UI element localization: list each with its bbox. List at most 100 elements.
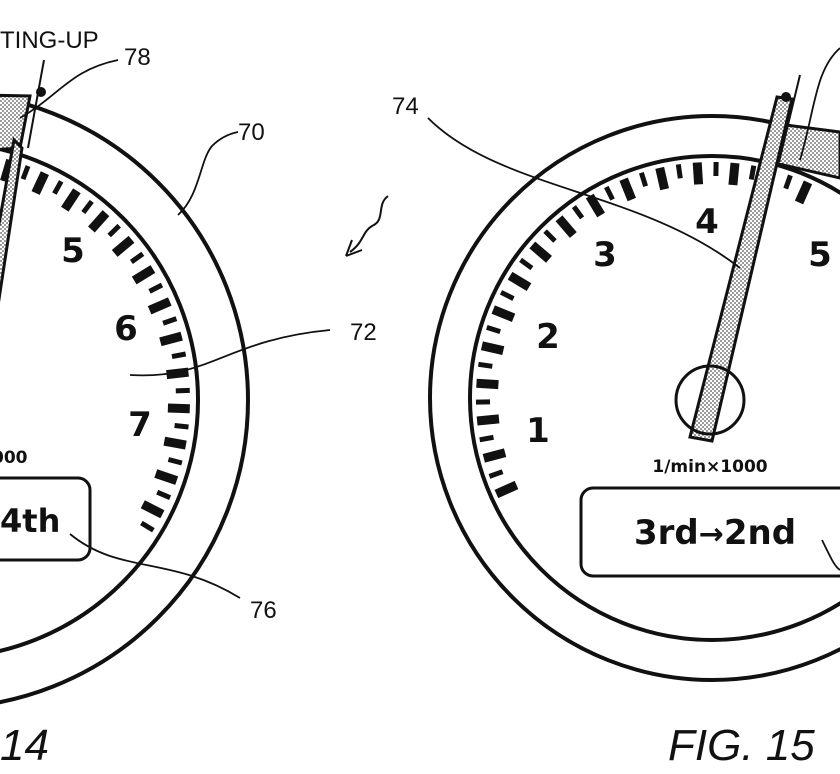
gauge15-unit-text: 1/min×1000 bbox=[652, 457, 767, 477]
gauge14-tick-mark bbox=[154, 469, 179, 485]
gauge14-tick-mark bbox=[131, 265, 156, 285]
fig-15-caption: FIG. 15 bbox=[668, 721, 815, 770]
gauge15-tick-mark bbox=[543, 229, 557, 243]
gauge14-tick-mark bbox=[111, 235, 135, 257]
gauge15-tick-mark bbox=[476, 414, 500, 426]
transition-arrow-head bbox=[345, 239, 363, 257]
fig-14-caption: 14 bbox=[0, 721, 49, 770]
gauge15-tick-mark bbox=[507, 271, 532, 291]
gauge14-outer-ring bbox=[0, 95, 250, 705]
gauge15-tick-mark bbox=[571, 205, 585, 220]
gauge14-unit-text: 000 bbox=[0, 448, 28, 468]
gauge14-tick-mark bbox=[140, 520, 155, 533]
gauge-fig14: 5 6 7 000 4th TING-UP 78 70 72 76 bbox=[0, 27, 377, 705]
gauge14-tick-7: 7 bbox=[128, 405, 152, 445]
gauge15-tick-mark bbox=[604, 185, 615, 201]
gauge15-tick-mark bbox=[655, 166, 669, 191]
gear-to: 2nd bbox=[724, 513, 796, 553]
leader-72 bbox=[129, 329, 331, 377]
ref-74: 74 bbox=[392, 93, 419, 120]
gauge15-ticks bbox=[475, 161, 813, 499]
gauge15-box-leader bbox=[821, 539, 840, 571]
gauge14-gear-text: 4th bbox=[0, 502, 60, 540]
gauge14-needle bbox=[0, 136, 24, 303]
transition-arrow bbox=[349, 195, 389, 253]
gauge15-tick-mark bbox=[639, 172, 648, 187]
gear-arrow: → bbox=[699, 517, 724, 552]
gauge15-shift-marker-dot bbox=[781, 92, 791, 102]
gauge14-tick-mark bbox=[31, 171, 49, 195]
ref-76: 76 bbox=[250, 597, 277, 624]
gauge14-tick-mark bbox=[20, 165, 31, 180]
leader-76 bbox=[69, 533, 241, 599]
gauge14-ticks bbox=[0, 158, 190, 533]
gauge14-tick-mark bbox=[129, 251, 145, 264]
gauge14-tick-mark bbox=[171, 351, 187, 360]
gauge15-tick-mark bbox=[479, 434, 494, 443]
leader-70 bbox=[177, 131, 239, 216]
gauge-fig15: 1 2 3 4 5 1/min×1000 3rd→2nd 74 bbox=[392, 47, 840, 682]
leader-78 bbox=[19, 59, 119, 119]
gauge15-gear-text: 3rd→2nd bbox=[634, 513, 796, 553]
gauge14-tick-mark bbox=[88, 210, 110, 233]
gauge14-tick-mark bbox=[156, 489, 172, 500]
gauge15-tick-5: 5 bbox=[808, 235, 832, 275]
gauge15-outer-ring bbox=[428, 114, 840, 682]
gauge15-tick-4: 4 bbox=[695, 202, 719, 242]
gauge15-tick-mark bbox=[692, 162, 704, 185]
gauge15-tick-mark bbox=[794, 180, 813, 205]
leader-74 bbox=[427, 117, 741, 269]
gauge14-tick-mark bbox=[81, 199, 94, 215]
gauge15-tick-2: 2 bbox=[536, 317, 560, 357]
gauge15-tick-mark bbox=[482, 448, 507, 463]
gauge15-hub bbox=[674, 364, 746, 436]
gauge15-tick-mark bbox=[748, 165, 757, 180]
gauge15-band-leader bbox=[799, 47, 840, 161]
gauge14-tick-5: 5 bbox=[61, 231, 85, 271]
gauge15-gear-box bbox=[579, 486, 840, 578]
gauge15-shift-marker-line bbox=[778, 74, 801, 163]
gauge14-tick-mark bbox=[174, 423, 189, 430]
ref-72: 72 bbox=[350, 319, 377, 346]
gauge14-tick-6: 6 bbox=[114, 309, 138, 349]
gauge15-tick-mark bbox=[783, 174, 793, 190]
gauge15-tick-mark bbox=[486, 325, 501, 334]
gauge15-tick-mark bbox=[585, 193, 605, 218]
gauge14-tick-mark bbox=[61, 188, 81, 212]
gear-from: 3rd bbox=[634, 513, 699, 553]
gauge15-tick-mark bbox=[619, 177, 636, 202]
gauge15-tick-1: 1 bbox=[526, 411, 550, 451]
gauge15-tick-mark bbox=[728, 162, 740, 186]
gauge15-tick-mark bbox=[675, 164, 683, 179]
gauge15-tick-mark bbox=[555, 215, 577, 238]
gauge14-gear-box bbox=[0, 476, 92, 562]
gauge15-tick-mark bbox=[499, 290, 515, 301]
gauge14-tick-mark bbox=[159, 331, 183, 347]
gauge14-tick-mark bbox=[107, 223, 121, 238]
gauge14-tick-mark bbox=[175, 387, 190, 394]
gauge15-tick-mark bbox=[476, 378, 499, 390]
gauge15-tick-mark bbox=[478, 361, 493, 369]
gauge15-tick-mark bbox=[491, 305, 516, 322]
gauge14-tick-mark bbox=[52, 180, 64, 195]
gauge15-inner-ring bbox=[468, 154, 840, 642]
gauge14-tick-mark bbox=[167, 457, 183, 466]
gauge14-tick-mark bbox=[167, 403, 190, 414]
gauge14-tick-mark bbox=[148, 282, 164, 294]
ref-78: 78 bbox=[124, 44, 151, 71]
label-shifting-up: TING-UP bbox=[0, 27, 99, 54]
gauge14-shift-marker-line bbox=[27, 59, 45, 149]
gauge15-tick-mark bbox=[519, 257, 534, 271]
ref-70: 70 bbox=[238, 119, 265, 146]
gauge15-tick-mark bbox=[529, 241, 552, 263]
gauge14-tick-mark bbox=[147, 297, 172, 315]
gauge14-tick-mark bbox=[163, 436, 187, 450]
gauge15-tick-mark bbox=[494, 480, 519, 499]
gauge14-tick-mark bbox=[140, 500, 165, 519]
gauge14-inner-ring bbox=[0, 147, 200, 653]
gauge14-shift-marker-dot bbox=[36, 87, 46, 97]
gauge15-tick-3: 3 bbox=[593, 235, 617, 275]
gauge14-tick-mark bbox=[162, 316, 178, 326]
gauge15-tick-mark bbox=[488, 469, 504, 479]
